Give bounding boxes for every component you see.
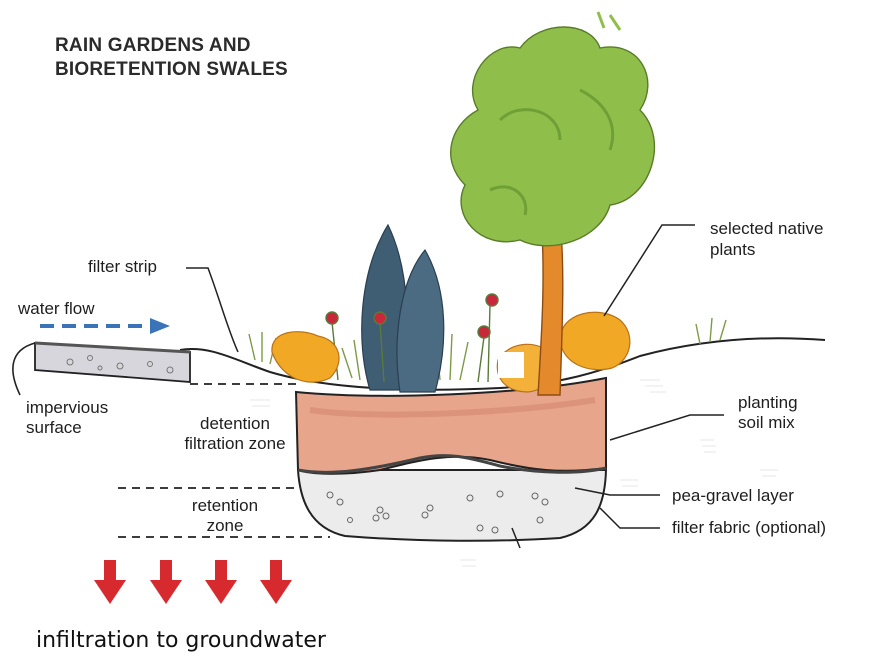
label-impervious-line2: surface xyxy=(26,418,82,438)
label-filter-fabric: filter fabric (optional) xyxy=(672,518,826,538)
down-arrow-icon xyxy=(205,560,237,604)
label-detention-line1: detention xyxy=(160,414,310,434)
label-native-line2: plants xyxy=(710,240,755,260)
evergreen-trees xyxy=(362,225,444,392)
down-arrow-icon xyxy=(150,560,182,604)
label-native-line1: selected native xyxy=(710,219,823,239)
label-planting-line1: planting xyxy=(738,393,798,413)
label-detention-line2: filtration zone xyxy=(160,434,310,454)
bottom-caption: infiltration to groundwater xyxy=(36,628,326,654)
title-line-2: BIORETENTION SWALES xyxy=(55,58,288,82)
label-retention-line1: retention xyxy=(150,496,300,516)
label-pea-gravel: pea-gravel layer xyxy=(672,486,794,506)
water-flow-arrow xyxy=(40,318,170,334)
diagram-title: RAIN GARDENS AND BIORETENTION SWALES xyxy=(55,34,288,82)
gravel-basin xyxy=(298,470,606,541)
infiltration-arrows xyxy=(94,560,292,604)
title-line-1: RAIN GARDENS AND xyxy=(55,34,288,58)
impervious-surface-slab xyxy=(13,343,190,395)
label-water-flow: water flow xyxy=(18,299,95,319)
label-impervious-line1: impervious xyxy=(26,398,108,418)
label-planting-line2: soil mix xyxy=(738,413,795,433)
label-filter-strip: filter strip xyxy=(88,257,157,277)
down-arrow-icon xyxy=(260,560,292,604)
blank-patch xyxy=(498,352,524,378)
down-arrow-icon xyxy=(94,560,126,604)
label-retention-line2: zone xyxy=(150,516,300,536)
